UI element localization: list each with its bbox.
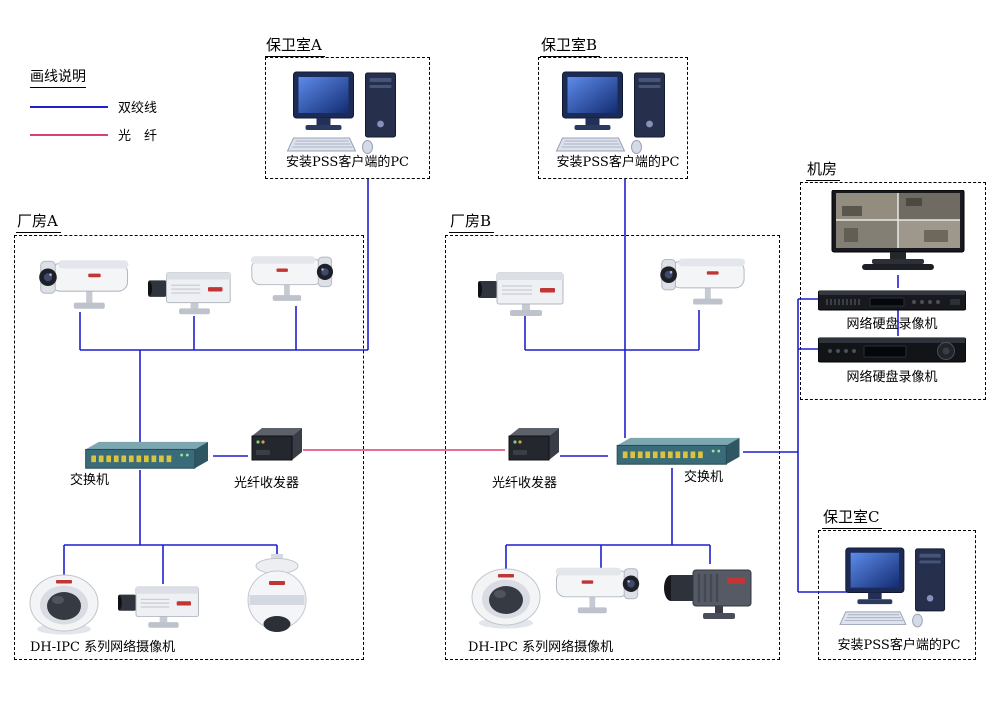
zone-title-factory-b: 厂房B bbox=[449, 210, 495, 233]
security-room-b-box bbox=[538, 57, 688, 179]
transceiver-a-label: 光纤收发器 bbox=[234, 476, 300, 491]
zone-title-security-room-b: 保卫室B bbox=[540, 34, 601, 57]
bullet-camera-icon bbox=[650, 252, 748, 312]
legend: 画线说明 双绞线 光 纤 bbox=[30, 66, 157, 153]
zone-title-factory-a: 厂房A bbox=[16, 210, 61, 233]
box-camera-icon bbox=[148, 264, 240, 320]
nvr-1-icon bbox=[818, 288, 966, 312]
factory-a-box bbox=[14, 235, 364, 660]
nvr-2-label: 网络硬盘录像机 bbox=[846, 370, 938, 385]
zone-title-machine-room: 机房 bbox=[806, 158, 841, 181]
factory-b-box bbox=[445, 235, 780, 660]
zone-title-security-room-a: 保卫室A bbox=[265, 34, 325, 57]
nvr-2-icon bbox=[818, 336, 966, 364]
pc-c-label: 安装PSS客户端的PC bbox=[837, 638, 961, 653]
transceiver-b-label: 光纤收发器 bbox=[492, 476, 558, 491]
security-room-a-box bbox=[265, 57, 430, 179]
bullet-camera-icon bbox=[28, 254, 132, 316]
ptz-dome-camera-icon bbox=[242, 554, 312, 642]
legend-item-twisted-pair: 双绞线 bbox=[30, 97, 157, 116]
switch-b-label: 交换机 bbox=[684, 470, 724, 485]
twisted-pair-label: 双绞线 bbox=[118, 101, 158, 116]
surveillance-monitor-icon bbox=[828, 190, 968, 275]
dome-camera-icon bbox=[470, 568, 542, 630]
factory-b-cameras-label: DH-IPC 系列网络摄像机 bbox=[468, 640, 614, 655]
box-camera-icon bbox=[478, 264, 573, 322]
bullet-camera-icon bbox=[552, 562, 650, 620]
zone-title-security-room-c: 保卫室C bbox=[822, 506, 883, 529]
legend-item-fiber: 光 纤 bbox=[30, 125, 157, 144]
fiber-transceiver-a-icon bbox=[248, 426, 303, 464]
pc-workstation-c-icon bbox=[836, 546, 966, 638]
nvr-1-label: 网络硬盘录像机 bbox=[846, 317, 938, 332]
fiber-label: 光 纤 bbox=[118, 129, 158, 144]
bullet-camera-icon bbox=[248, 250, 343, 308]
legend-title: 画线说明 bbox=[30, 66, 86, 88]
machine-room-box bbox=[800, 182, 986, 400]
dome-camera-icon bbox=[28, 574, 100, 636]
twisted-pair-line-sample bbox=[30, 105, 108, 108]
network-switch-b-icon bbox=[608, 436, 743, 468]
fiber-transceiver-b-icon bbox=[505, 426, 560, 464]
pc-a-label: 安装PSS客户端的PC bbox=[285, 155, 410, 170]
fiber-line-sample bbox=[30, 133, 108, 136]
pc-b-label: 安装PSS客户端的PC bbox=[556, 155, 680, 170]
factory-a-cameras-label: DH-IPC 系列网络摄像机 bbox=[30, 640, 176, 655]
switch-a-label: 交换机 bbox=[70, 473, 110, 488]
security-room-c-box bbox=[818, 530, 976, 660]
network-switch-a-icon bbox=[75, 440, 213, 472]
box-camera-icon bbox=[118, 578, 208, 634]
pro-box-camera-icon bbox=[663, 558, 758, 623]
